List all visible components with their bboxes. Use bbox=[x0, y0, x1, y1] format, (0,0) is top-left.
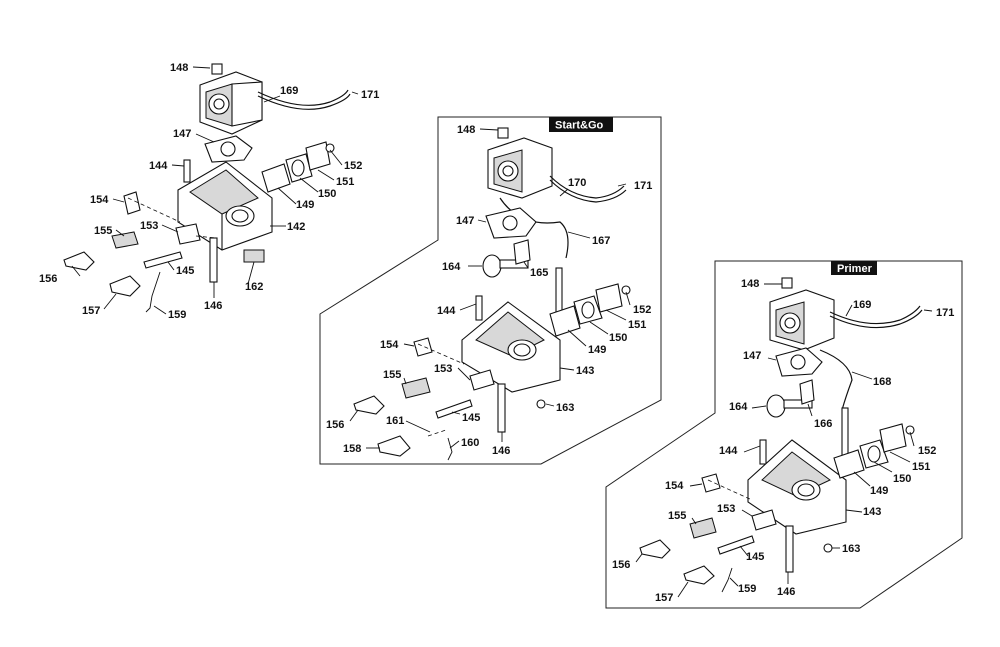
callout-156: 156 bbox=[326, 419, 344, 431]
callout-154: 154 bbox=[90, 194, 109, 206]
callout-153: 153 bbox=[717, 503, 735, 515]
callout-154: 154 bbox=[665, 480, 684, 492]
callout-143: 143 bbox=[863, 506, 881, 518]
callout-146: 146 bbox=[777, 586, 795, 598]
callout-166: 166 bbox=[814, 418, 832, 430]
callout-160: 160 bbox=[461, 437, 479, 449]
carburetor-illustration bbox=[769, 277, 835, 351]
callout-165: 165 bbox=[530, 267, 548, 279]
primer-banner-label: Primer bbox=[837, 263, 873, 275]
callout-153: 153 bbox=[434, 363, 452, 375]
callout-163: 163 bbox=[556, 402, 574, 414]
callout-152: 152 bbox=[918, 445, 936, 457]
callout-167: 167 bbox=[592, 235, 610, 247]
callout-155: 155 bbox=[668, 510, 686, 522]
callout-153: 153 bbox=[140, 220, 158, 232]
callout-159: 159 bbox=[168, 309, 186, 321]
callout-148: 148 bbox=[457, 124, 475, 136]
callout-149: 149 bbox=[870, 485, 888, 497]
housing-illustration bbox=[177, 161, 273, 251]
callout-144: 144 bbox=[719, 445, 738, 457]
callout-147: 147 bbox=[456, 215, 474, 227]
callout-163: 163 bbox=[842, 543, 860, 555]
callout-170: 170 bbox=[568, 177, 586, 189]
callout-142: 142 bbox=[287, 221, 305, 233]
housing-illustration bbox=[461, 301, 561, 393]
startgo-frame bbox=[319, 116, 662, 465]
callout-151: 151 bbox=[628, 319, 646, 331]
callout-162: 162 bbox=[245, 281, 263, 293]
callout-149: 149 bbox=[588, 344, 606, 356]
callout-149: 149 bbox=[296, 199, 314, 211]
carburetor-illustration bbox=[487, 127, 553, 199]
callout-155: 155 bbox=[94, 225, 112, 237]
callout-169: 169 bbox=[853, 299, 871, 311]
callout-164: 164 bbox=[442, 261, 461, 273]
callout-152: 152 bbox=[633, 304, 651, 316]
callout-168: 168 bbox=[873, 376, 891, 388]
callout-143: 143 bbox=[576, 365, 594, 377]
callout-148: 148 bbox=[741, 278, 759, 290]
callout-152: 152 bbox=[344, 160, 362, 172]
callout-171: 171 bbox=[361, 89, 379, 101]
callout-150: 150 bbox=[609, 332, 627, 344]
callout-169: 169 bbox=[280, 85, 298, 97]
primer-frame bbox=[605, 260, 963, 609]
group-startgo: Start&Go bbox=[319, 116, 662, 465]
callout-161: 161 bbox=[386, 415, 404, 427]
callout-148: 148 bbox=[170, 62, 188, 74]
callout-146: 146 bbox=[492, 445, 510, 457]
callout-145: 145 bbox=[746, 551, 764, 563]
callout-171: 171 bbox=[936, 307, 954, 319]
callout-150: 150 bbox=[893, 473, 911, 485]
callout-144: 144 bbox=[437, 305, 456, 317]
callout-156: 156 bbox=[39, 273, 57, 285]
group-standard: 148 169 171 147 144 152 151 150 149 154 … bbox=[39, 62, 379, 321]
group-primer: Primer bbox=[605, 260, 963, 609]
callout-150: 150 bbox=[318, 188, 336, 200]
callout-159: 159 bbox=[738, 583, 756, 595]
callout-158: 158 bbox=[343, 443, 361, 455]
callout-145: 145 bbox=[176, 265, 194, 277]
startgo-banner-label: Start&Go bbox=[555, 120, 604, 132]
callout-157: 157 bbox=[82, 305, 100, 317]
callout-154: 154 bbox=[380, 339, 399, 351]
carburetor-illustration bbox=[199, 63, 263, 135]
callout-156: 156 bbox=[612, 559, 630, 571]
callout-151: 151 bbox=[336, 176, 354, 188]
callout-164: 164 bbox=[729, 401, 748, 413]
primer-banner bbox=[831, 261, 877, 275]
callout-147: 147 bbox=[743, 350, 761, 362]
callout-147: 147 bbox=[173, 128, 191, 140]
startgo-banner bbox=[549, 117, 613, 132]
callout-171: 171 bbox=[634, 180, 652, 192]
callout-145: 145 bbox=[462, 412, 480, 424]
callout-157: 157 bbox=[655, 592, 673, 604]
callout-155: 155 bbox=[383, 369, 401, 381]
callout-146: 146 bbox=[204, 300, 222, 312]
callout-151: 151 bbox=[912, 461, 930, 473]
callout-144: 144 bbox=[149, 160, 168, 172]
